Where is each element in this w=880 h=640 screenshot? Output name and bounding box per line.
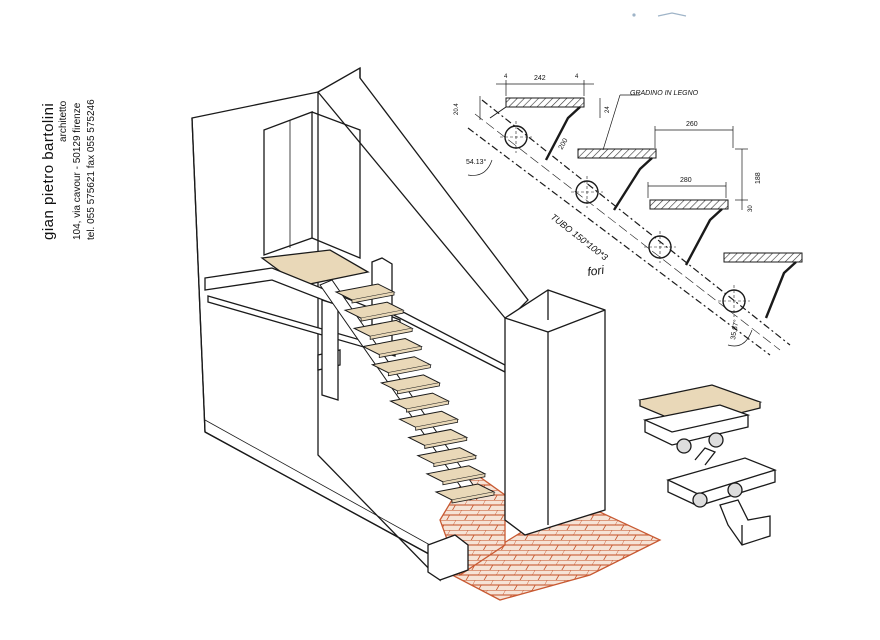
angle-1: 54.13° [466,158,487,166]
tread-1 [505,97,585,108]
lower-bracket [719,499,771,546]
sloped-wall [317,66,529,319]
label-holes: fori [586,263,605,279]
stair-treads [334,283,496,504]
scan-marks [632,12,687,17]
tread-4 [723,252,803,263]
dim-260: 260 [686,121,698,128]
tube-segment [666,457,777,495]
stair-tread-edge [378,346,422,359]
stair-tread-edge [397,382,440,395]
stair-tread-edge [351,292,395,304]
stair-tread-edge [442,473,486,486]
tube-outline [467,99,791,356]
isometric-staircase [191,66,662,601]
tread-3 [649,199,729,210]
dim-24: 24 [605,106,611,113]
stair-tread [416,447,478,465]
front-pillar [504,289,606,536]
exploded-step-detail [637,384,777,546]
stair-tread-edge [387,364,431,377]
stair-tread [425,465,487,483]
dim-242: 242 [534,75,546,82]
section-detail [467,80,803,356]
stair-tread [379,374,442,392]
stair-tread-edge [433,455,477,468]
dim-188: 188 [755,172,762,184]
dim-200: 200 [558,137,570,151]
stair-tread-edge [415,419,459,431]
label-tube: TUBO 150*100*3 [549,212,610,263]
dim-4b: 4 [575,74,579,80]
stair-tread-edge [360,310,404,322]
stair-tread-edge [424,437,468,449]
dim-204: 20.4 [454,103,460,115]
angle-2: 35.87° [729,319,740,341]
left-wall [191,91,441,582]
tread-2 [577,148,657,159]
door-opening [263,111,313,256]
dim-30: 30 [748,205,754,212]
stair-tread [370,356,432,374]
dim-4a: 4 [504,74,508,80]
stair-tread-edge [406,401,449,413]
stair-tread-edge [451,492,495,504]
stair-tread-edge [369,328,413,340]
stair-tread [361,338,423,356]
label-step: GRADINO IN LEGNO [630,90,699,97]
dim-280: 280 [680,177,692,184]
